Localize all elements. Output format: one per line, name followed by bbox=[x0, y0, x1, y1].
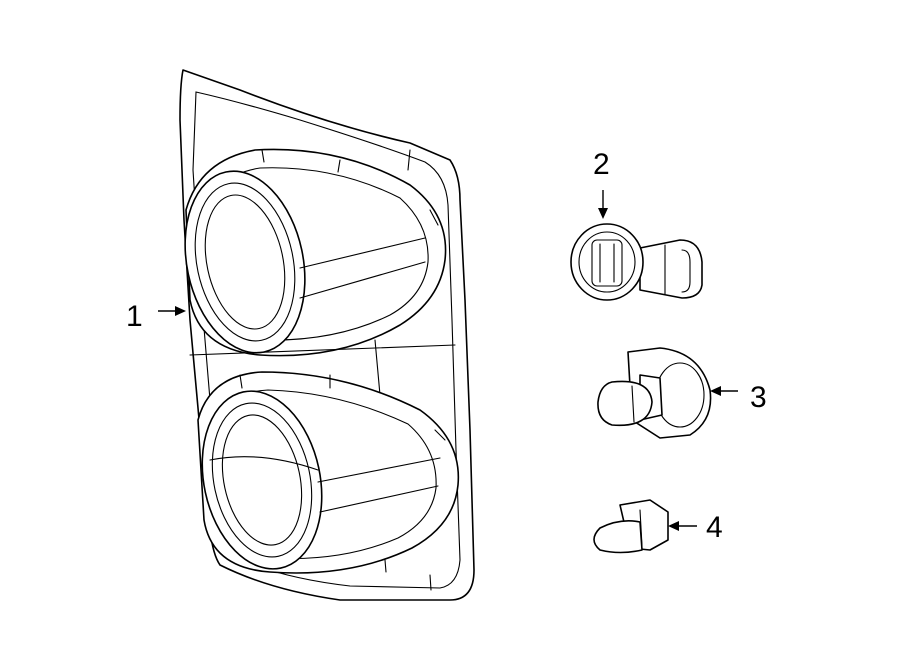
callout-arrowhead-1 bbox=[175, 306, 186, 316]
bulb-socket[interactable] bbox=[570, 223, 703, 301]
callout-number-4: 4 bbox=[706, 511, 723, 544]
callout-3: 3 bbox=[710, 381, 767, 414]
callout-arrowhead-4 bbox=[668, 521, 679, 531]
callout-2: 2 bbox=[593, 148, 610, 219]
bulb[interactable] bbox=[593, 499, 669, 554]
tail-lamp-assembly[interactable] bbox=[169, 69, 475, 601]
stop-tail-bulb-socket[interactable] bbox=[597, 347, 712, 439]
callout-number-2: 2 bbox=[593, 148, 610, 181]
callout-number-3: 3 bbox=[750, 381, 767, 414]
callout-arrowhead-3 bbox=[710, 386, 721, 396]
callout-number-1: 1 bbox=[126, 300, 143, 333]
callout-1: 1 bbox=[126, 300, 186, 333]
callout-arrowhead-2 bbox=[598, 208, 608, 219]
callout-4: 4 bbox=[668, 511, 723, 544]
